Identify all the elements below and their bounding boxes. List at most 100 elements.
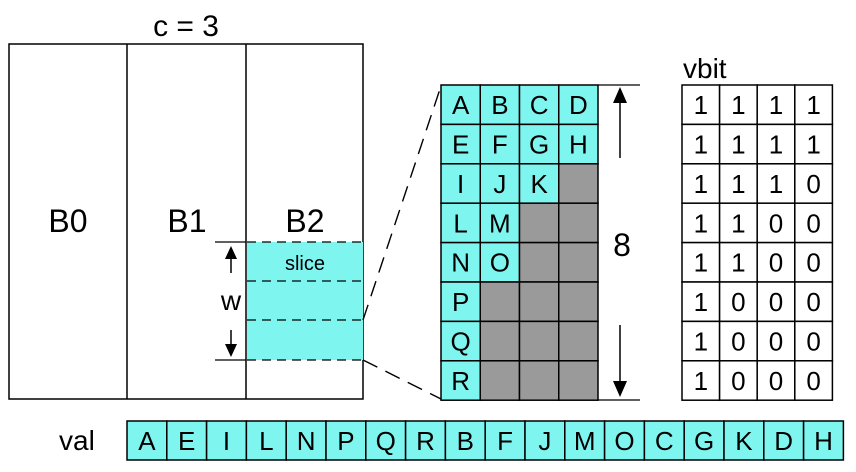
grid-cell-r5-c3 bbox=[558, 281, 599, 323]
vbit-cell-r5-c3-text: 0 bbox=[806, 287, 820, 317]
vbit-cell-r6-c2-text: 0 bbox=[769, 326, 783, 356]
grid-cell-r0-c1-text: B bbox=[491, 90, 508, 120]
vbit-title: vbit bbox=[683, 53, 727, 84]
val-cell-13-text: C bbox=[655, 426, 674, 456]
vbit-cell-r3-c3-text: 0 bbox=[806, 208, 820, 238]
vbit-cell-r7-c1 bbox=[718, 360, 758, 401]
vbit-cell-r5-c1-text: 0 bbox=[731, 287, 745, 317]
grid-cell-r3-c1-text: M bbox=[489, 208, 511, 238]
vbit-cell-r3-c3 bbox=[794, 202, 834, 244]
vbit-cell-r1-c0-text: 1 bbox=[694, 129, 708, 159]
vbit-cell-r4-c2-text: 0 bbox=[769, 248, 783, 278]
grid-cell-r7-c0-text: R bbox=[451, 366, 470, 396]
val-cell-8 bbox=[444, 420, 486, 461]
grid-cell-r4-c0-text: N bbox=[451, 248, 470, 278]
grid-cell-r3-c0-text: L bbox=[453, 208, 467, 238]
vbit-cell-r7-c3-text: 0 bbox=[806, 366, 820, 396]
vbit-cell-r6-c1-text: 0 bbox=[731, 326, 745, 356]
bucket-b2-label: B2 bbox=[285, 203, 324, 239]
bucket-b1-label: B1 bbox=[167, 203, 206, 239]
val-cell-13 bbox=[643, 420, 685, 461]
vbit-cell-r3-c1 bbox=[718, 202, 758, 244]
vbit-cell-r2-c1-text: 1 bbox=[731, 169, 745, 199]
vbit-cell-r5-c2-text: 0 bbox=[769, 287, 783, 317]
zoom-line-bottom bbox=[362, 359, 442, 400]
w-arrow-down-head bbox=[225, 344, 237, 357]
vbit-cell-r1-c1-text: 1 bbox=[731, 129, 745, 159]
val-cell-15-text: K bbox=[735, 426, 753, 456]
val-cell-14-text: G bbox=[694, 426, 714, 456]
grid-cell-r3-c1 bbox=[479, 202, 521, 244]
grid-cell-r6-c1 bbox=[479, 320, 521, 362]
grid-cell-r1-c0-text: E bbox=[452, 129, 469, 159]
val-cell-0 bbox=[126, 420, 168, 461]
vbit-cell-r0-c2 bbox=[756, 84, 796, 126]
vbit-cell-r4-c0-text: 1 bbox=[694, 248, 708, 278]
val-cell-15 bbox=[723, 420, 765, 461]
slice-label: slice bbox=[285, 253, 325, 275]
height-arrow-up-head bbox=[613, 87, 627, 103]
grid-cell-r1-c3-text: H bbox=[569, 129, 588, 159]
grid-cell-r3-c3 bbox=[558, 202, 599, 244]
grid-cell-r4-c3 bbox=[558, 241, 599, 283]
val-cell-9 bbox=[484, 420, 526, 461]
vbit-cell-r1-c1 bbox=[718, 123, 758, 165]
val-cell-7 bbox=[404, 420, 447, 461]
val-cell-5 bbox=[325, 420, 367, 461]
grid-cell-r7-c1 bbox=[479, 360, 521, 401]
grid-cell-r2-c2 bbox=[518, 163, 560, 204]
val-cell-4-text: N bbox=[297, 426, 316, 456]
grid-cell-r6-c3 bbox=[558, 320, 599, 362]
vbit-cell-r7-c0-text: 1 bbox=[694, 366, 708, 396]
val-cell-6-text: Q bbox=[376, 426, 396, 456]
grid-cell-r5-c0-text: P bbox=[452, 287, 469, 317]
vbit-cell-r6-c1 bbox=[718, 320, 758, 362]
vbit-cell-r2-c3-text: 0 bbox=[806, 169, 820, 199]
w-label: w bbox=[220, 285, 242, 316]
val-cell-6 bbox=[365, 420, 407, 461]
vbit-cell-r0-c3-text: 1 bbox=[806, 90, 820, 120]
bucket-b0-label: B0 bbox=[48, 203, 87, 239]
vbit-cell-r1-c2-text: 1 bbox=[769, 129, 783, 159]
w-arrow-up-head bbox=[225, 246, 237, 259]
vbit-cell-r3-c1-text: 1 bbox=[731, 208, 745, 238]
grid-cell-r2-c0 bbox=[440, 163, 481, 204]
val-cell-8-text: B bbox=[457, 426, 474, 456]
grid-cell-r1-c2-text: G bbox=[529, 129, 549, 159]
vbit-cell-r5-c2 bbox=[756, 281, 796, 323]
grid-cell-r0-c2 bbox=[518, 84, 560, 126]
bucket-panel: B0 B1 B2 slice w bbox=[8, 43, 364, 400]
vbit-cell-r4-c1-text: 1 bbox=[731, 248, 745, 278]
val-cell-7-text: R bbox=[416, 426, 435, 456]
zoom-line-top bbox=[362, 85, 442, 321]
val-cell-16-text: D bbox=[774, 426, 793, 456]
vbit-cell-r0-c0 bbox=[681, 84, 721, 126]
val-cell-10-text: J bbox=[538, 426, 551, 456]
grid-cell-r1-c2 bbox=[518, 123, 560, 165]
grid-cell-r5-c0 bbox=[440, 281, 481, 323]
vbit-cell-r2-c3 bbox=[794, 163, 834, 204]
vbit-cell-r5-c0-text: 1 bbox=[694, 287, 708, 317]
val-cell-5-text: P bbox=[337, 426, 354, 456]
val-cell-11-text: M bbox=[574, 426, 596, 456]
vbit-cell-r7-c1-text: 0 bbox=[731, 366, 745, 396]
bucket-panel-border bbox=[8, 43, 364, 400]
height-arrow-down-head bbox=[613, 381, 627, 397]
grid-cell-r7-c2 bbox=[518, 360, 560, 401]
val-cell-11 bbox=[564, 420, 606, 461]
grid-cell-r0-c3-text: D bbox=[569, 90, 588, 120]
grid-cell-r6-c0 bbox=[440, 320, 481, 362]
grid-cell-r0-c2-text: C bbox=[530, 90, 549, 120]
vbit-cell-r7-c0 bbox=[681, 360, 721, 401]
val-cell-12 bbox=[603, 420, 646, 461]
vbit-cell-r2-c0-text: 1 bbox=[694, 169, 708, 199]
grid-cell-r1-c0 bbox=[440, 123, 481, 165]
grid-cell-r1-c1-text: F bbox=[492, 129, 508, 159]
vbit-cell-r6-c0-text: 1 bbox=[694, 326, 708, 356]
grid-cell-r1-c3 bbox=[558, 123, 599, 165]
grid-cell-r7-c3 bbox=[558, 360, 599, 401]
grid-cell-r4-c2 bbox=[518, 241, 560, 283]
val-cell-1-text: E bbox=[178, 426, 195, 456]
